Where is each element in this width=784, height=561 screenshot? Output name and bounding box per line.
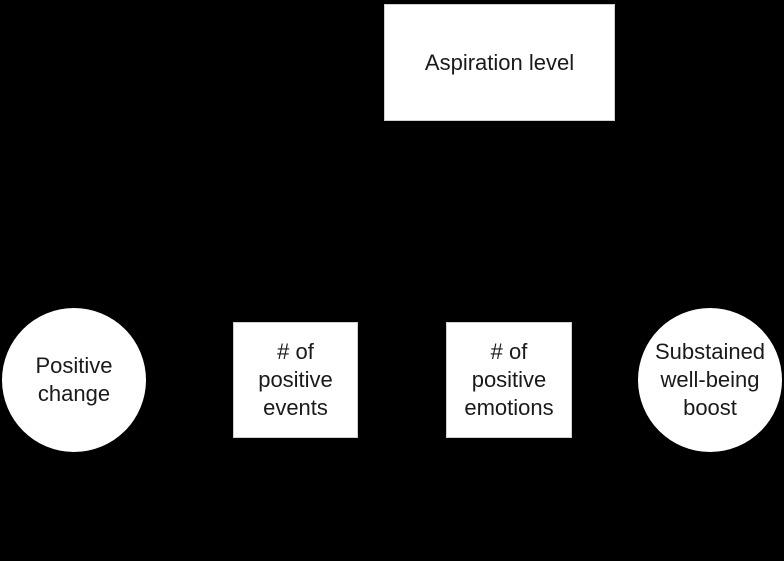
node-label-line: boost [683, 395, 737, 420]
node-label-line: Substained [654, 339, 766, 364]
node-label-line: emotions [464, 395, 554, 420]
node-positive-change: Positive change [2, 308, 146, 452]
node-label-line: # of [277, 339, 314, 364]
node-aspiration-level: Aspiration level [384, 4, 615, 121]
node-label-line: Positive [35, 353, 113, 378]
node-label-line: change [37, 381, 111, 406]
node-positive-events: # of positive events [233, 322, 358, 438]
node-label-line: well-being [660, 367, 760, 392]
node-label-line: # of [490, 339, 528, 364]
node-label-line: positive [471, 367, 547, 392]
node-positive-emotions: # of positive emotions [446, 322, 572, 438]
node-label-line: positive [258, 367, 333, 392]
node-label-line: events [263, 395, 328, 420]
node-label: Aspiration level [424, 49, 575, 75]
node-wellbeing-boost: Substained well-being boost [638, 308, 782, 452]
